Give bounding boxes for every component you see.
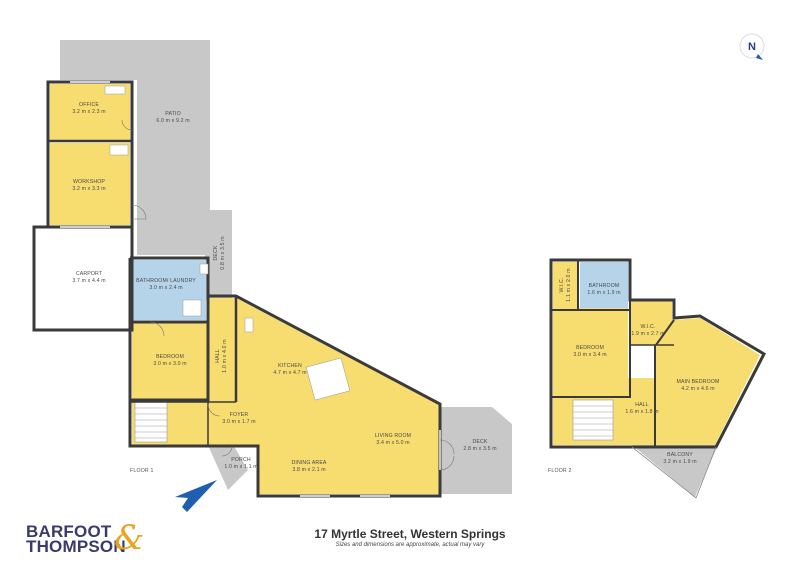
floor-2-label: FLOOR 2 [548, 468, 572, 474]
bedroom-1-area [132, 323, 208, 399]
entry-arrow-icon [175, 480, 217, 512]
stairs-2 [572, 399, 614, 441]
room-name: OFFICE [79, 102, 99, 108]
walls-floor-2 [549, 258, 766, 449]
main-bedroom-area [655, 318, 760, 445]
svg-text:DECK0.8 m x 3.5 m: DECK0.8 m x 3.5 m [213, 236, 226, 269]
deck-2-area [440, 407, 512, 494]
compass-icon: N [739, 33, 765, 60]
svg-text:W.I.C.1.1 m x 2.0 m: W.I.C.1.1 m x 2.0 m [559, 268, 572, 301]
compass-letter: N [748, 41, 756, 53]
address-title: 17 Myrtle Street, Western Springs [314, 527, 506, 541]
bathroom-2-area [580, 262, 628, 308]
room-dims: 3.2 m x 2.3 m [72, 109, 105, 115]
floor-1-label: FLOOR 1 [130, 468, 154, 474]
bedroom-2-area [553, 308, 628, 395]
brand-line-1: BARFOOT [26, 522, 112, 541]
brand-line-2: THOMPSON [26, 537, 126, 556]
svg-text:W.I.C.1.9 m x 2.7 m: W.I.C.1.9 m x 2.7 m [631, 324, 664, 337]
balcony-area [632, 445, 718, 497]
disclaimer: Sizes and dimensions are approximate, ac… [335, 542, 485, 548]
balcony-rail [631, 446, 717, 499]
svg-text:HALL1.6 m x 1.8 m: HALL1.6 m x 1.8 m [625, 402, 658, 415]
hall-1-area [208, 298, 238, 418]
wic-2-area [630, 300, 672, 345]
brand-ampersand: & [114, 518, 145, 558]
porch-area [207, 443, 248, 490]
svg-text:HALL1.0 m x 4.0 m: HALL1.0 m x 4.0 m [215, 339, 228, 372]
carport-area [36, 228, 130, 328]
wic-1-area [553, 262, 578, 308]
workshop-area [50, 143, 130, 225]
walls-floor-1 [32, 80, 442, 498]
patio-area [60, 40, 210, 255]
stairs-1 [134, 401, 168, 443]
kitchen-fixtures [104, 85, 351, 401]
doors-floor-1 [121, 119, 455, 471]
windows-floor-1 [60, 81, 441, 497]
